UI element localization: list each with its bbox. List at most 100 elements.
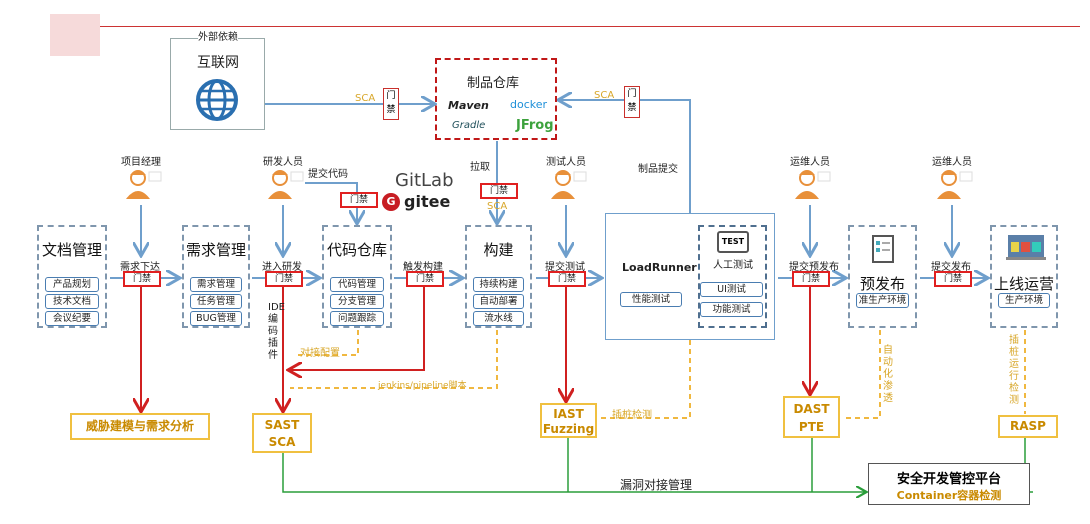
stage-box: 预发布准生产环境: [848, 225, 917, 328]
stage-item: BUG管理: [190, 311, 242, 326]
stage-box: 上线运营生产环境: [990, 225, 1058, 328]
role-label: 研发人员: [263, 157, 303, 168]
sca-pull-label: SCA: [487, 201, 508, 212]
stage-title: 文档管理: [41, 241, 102, 259]
vuln-label: 漏洞对接管理: [620, 478, 693, 492]
gate-caption: 进入研发: [262, 262, 302, 273]
stage-title: 预发布: [859, 275, 905, 293]
gate-submit-code[interactable]: 门禁: [340, 192, 378, 208]
iast-label: IAST: [553, 407, 584, 421]
stage-item: 代码管理: [330, 277, 384, 292]
manual-test-label: 人工测试: [713, 260, 753, 271]
globe-icon: [196, 79, 238, 121]
docker-logo: docker: [510, 98, 548, 111]
test-folder-icon: TEST: [717, 231, 749, 253]
perf-test-item: 性能测试: [620, 292, 682, 307]
gate-caption: 提交发布: [931, 262, 971, 273]
security-platform: 安全开发管控平台 Container容器检测: [868, 463, 1030, 505]
stage-title: 需求管理: [185, 241, 246, 259]
dast-label: DAST: [793, 402, 830, 416]
sca-left-label: SCA: [355, 93, 376, 104]
sast-box: SAST SCA: [252, 413, 312, 453]
test-stage: [605, 213, 775, 340]
pte-label: PTE: [798, 420, 825, 434]
person-icon: [551, 170, 587, 199]
jenkins-label: jenkins/pipeline脚本: [378, 381, 467, 391]
artifact-repo: [435, 58, 557, 140]
sca-right-label: SCA: [594, 90, 615, 101]
checklist-icon: [872, 235, 894, 263]
artifact-submit-label: 制品提交: [638, 164, 678, 175]
pull-label: 拉取: [470, 162, 490, 173]
rasp-box: RASP: [998, 415, 1058, 438]
jfrog-logo: JFrog: [516, 118, 554, 133]
person-icon: [268, 170, 304, 199]
auto-pen-label: 自动化渗透: [883, 345, 893, 404]
platform-title: 安全开发管控平台: [896, 472, 1001, 487]
person-icon: [126, 170, 162, 199]
fuzzing-label: Fuzzing: [542, 422, 595, 436]
threat-model-box: 威胁建模与需求分析: [70, 413, 210, 440]
gate-box[interactable]: 门禁: [406, 271, 444, 287]
manual-test-group: [698, 225, 767, 328]
stage-title: 代码仓库: [326, 241, 387, 259]
sca-label: SCA: [268, 435, 296, 449]
stage-box: 构建持续构建自动部署流水线: [465, 225, 532, 328]
gate-sca-right[interactable]: 门禁: [624, 86, 640, 118]
gate-caption: 提交预发布: [789, 262, 839, 273]
gate-caption: 触发构建: [403, 262, 443, 273]
sast-label: SAST: [264, 418, 300, 432]
role-label: 运维人员: [932, 157, 972, 168]
stage-item: 需求管理: [190, 277, 242, 292]
gate-sca-left[interactable]: 门禁: [383, 88, 399, 120]
stage-item: 任务管理: [190, 294, 242, 309]
gate-box[interactable]: 门禁: [265, 271, 303, 287]
gate-pull[interactable]: 门禁: [480, 183, 518, 199]
dast-box: DAST PTE: [783, 396, 840, 438]
stage-title: 构建: [483, 241, 514, 259]
instrument-label: 插桩检测: [612, 410, 652, 421]
stage-item: 分支管理: [330, 294, 384, 309]
role-label: 运维人员: [790, 157, 830, 168]
stage-item: 流水线: [473, 311, 524, 326]
role-label: 测试人员: [546, 157, 586, 168]
platform-subtitle: Container容器检测: [896, 489, 1002, 502]
stage-box: 代码仓库代码管理分支管理问题跟踪: [322, 225, 392, 328]
dashboard-icon: [1006, 235, 1046, 260]
artifact-repo-title: 制品仓库: [467, 76, 520, 91]
stage-item: 问题跟踪: [330, 311, 384, 326]
gitlab-logo: GitLab: [395, 170, 454, 191]
stage-title: 上线运营: [993, 275, 1054, 293]
role-label: 项目经理: [121, 157, 161, 168]
stage-item: 会议纪要: [45, 311, 99, 326]
maven-logo: Maven: [448, 99, 489, 112]
corner-block: [50, 14, 100, 56]
stage-item: 自动部署: [473, 294, 524, 309]
ui-test-item: UI测试: [700, 282, 763, 297]
stage-item: 产品规划: [45, 277, 99, 292]
loadrunner-label: LoadRunner: [622, 261, 697, 274]
person-icon: [937, 170, 973, 199]
stage-box: 文档管理产品规划技术文档会议纪要: [37, 225, 107, 328]
ide-plugin-label: IDE编码插件: [268, 302, 285, 361]
internet-label: 互联网: [197, 55, 239, 71]
gate-box[interactable]: 门禁: [123, 271, 161, 287]
rasp-note-label: 插桩运行检测: [1009, 335, 1019, 406]
gate-caption: 需求下达: [120, 262, 160, 273]
stage-item: 生产环境: [998, 293, 1050, 308]
person-icon: [795, 170, 831, 199]
gate-box[interactable]: 门禁: [792, 271, 830, 287]
external-label: 外部依赖: [198, 28, 238, 43]
gradle-logo: Gradle: [452, 120, 486, 131]
top-red-line: [100, 26, 1080, 27]
stage-item: 技术文档: [45, 294, 99, 309]
submit-code-label: 提交代码: [308, 169, 348, 180]
gate-box[interactable]: 门禁: [934, 271, 972, 287]
gate-caption: 提交测试: [545, 262, 585, 273]
function-test-item: 功能测试: [700, 302, 763, 317]
gate-box[interactable]: 门禁: [548, 271, 586, 287]
gitee-icon: G: [382, 193, 400, 211]
